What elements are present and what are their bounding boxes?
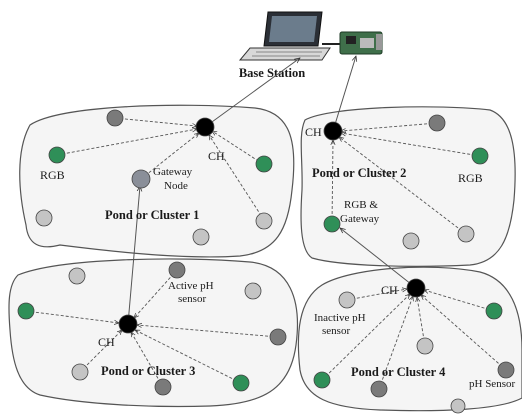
cluster-2-name: Pond or Cluster 2	[312, 166, 406, 180]
active-ph-node	[168, 261, 186, 279]
ch-node	[323, 121, 343, 141]
cluster-3-nodes	[17, 261, 287, 396]
uplink-ch1-base	[204, 58, 300, 128]
inactive-ph-node	[416, 337, 434, 355]
active-ph-node	[370, 380, 388, 398]
sink-board-icon	[339, 31, 383, 55]
inactive-ph-node	[457, 225, 475, 243]
inactive-ph-node	[244, 282, 262, 300]
active-ph-label-line-2: sensor	[178, 293, 206, 305]
cluster-4-ch-label: CH	[381, 283, 398, 297]
ch-node	[406, 278, 426, 298]
inactive-ph-node	[192, 228, 210, 246]
uplink-ch3-gateway1	[127, 186, 140, 325]
uplink-ch2-base	[332, 56, 356, 132]
uplink-ch4-gateway2	[340, 228, 417, 289]
cluster-2-region	[300, 106, 516, 267]
inactive-ph-node	[402, 232, 420, 250]
inactive-ph-node	[338, 291, 356, 309]
cluster-4-ph-sensor-label: pH Sensor	[469, 378, 515, 390]
active-ph-label-line-1: Active pH	[168, 280, 214, 292]
cluster-2-nodes	[323, 114, 489, 250]
rgb-node	[485, 302, 503, 320]
rgb-node	[255, 155, 273, 173]
inactive-ph-node	[71, 363, 89, 381]
gateway-label-line-1: Gateway	[153, 166, 193, 178]
inactive-ph-node	[68, 267, 86, 285]
base-station-label: Base Station	[239, 66, 305, 80]
cluster-4-name: Pond or Cluster 4	[351, 365, 446, 379]
cluster-1-name: Pond or Cluster 1	[105, 208, 199, 222]
gateway-node	[131, 169, 151, 189]
gateway-label-line-2: Node	[164, 180, 188, 192]
inactive-ph-node	[450, 398, 466, 414]
cluster-1-nodes	[35, 109, 273, 246]
active-ph-node	[154, 378, 172, 396]
active-ph-node	[106, 109, 124, 127]
active-ph-node	[497, 361, 515, 379]
active-ph-node	[428, 114, 446, 132]
cluster-2-rgb-label: RGB	[458, 171, 483, 185]
rgb-node	[471, 147, 489, 165]
rgb-gateway-label-line-2: Gateway	[340, 213, 380, 225]
rgb-gateway-node	[323, 215, 341, 233]
cluster-1-rgb-label: RGB	[40, 168, 65, 182]
cluster-3-active-ph-label: Active pH sensor	[168, 280, 216, 305]
rgb-node	[48, 146, 66, 164]
cluster-3-region	[8, 258, 299, 408]
inactive-ph-node	[35, 209, 53, 227]
rgb-gateway-label-line-1: RGB &	[344, 199, 378, 211]
inactive-ph-label-line-1: Inactive pH	[314, 312, 366, 324]
laptop-icon	[238, 11, 331, 61]
cluster-1-ch-label: CH	[208, 149, 225, 163]
rgb-node	[17, 302, 35, 320]
cluster-1-gateway-label: Gateway Node	[153, 166, 195, 192]
cluster-1-region	[19, 104, 295, 258]
cluster-2-gateway-label: RGB & Gateway	[340, 199, 381, 225]
rgb-node	[313, 371, 331, 389]
cluster-4-nodes	[313, 278, 515, 414]
ch-node	[118, 314, 138, 334]
cluster-3-ch-label: CH	[98, 335, 115, 349]
inactive-ph-node	[255, 212, 273, 230]
cluster-2-ch-label: CH	[305, 125, 322, 139]
rgb-node	[232, 374, 250, 392]
inactive-ph-label-line-2: sensor	[322, 325, 350, 337]
cluster-3-name: Pond or Cluster 3	[101, 364, 195, 378]
cluster-4-inactive-ph-label: Inactive pH sensor	[314, 312, 368, 337]
active-ph-node	[269, 328, 287, 346]
ch-node	[195, 117, 215, 137]
